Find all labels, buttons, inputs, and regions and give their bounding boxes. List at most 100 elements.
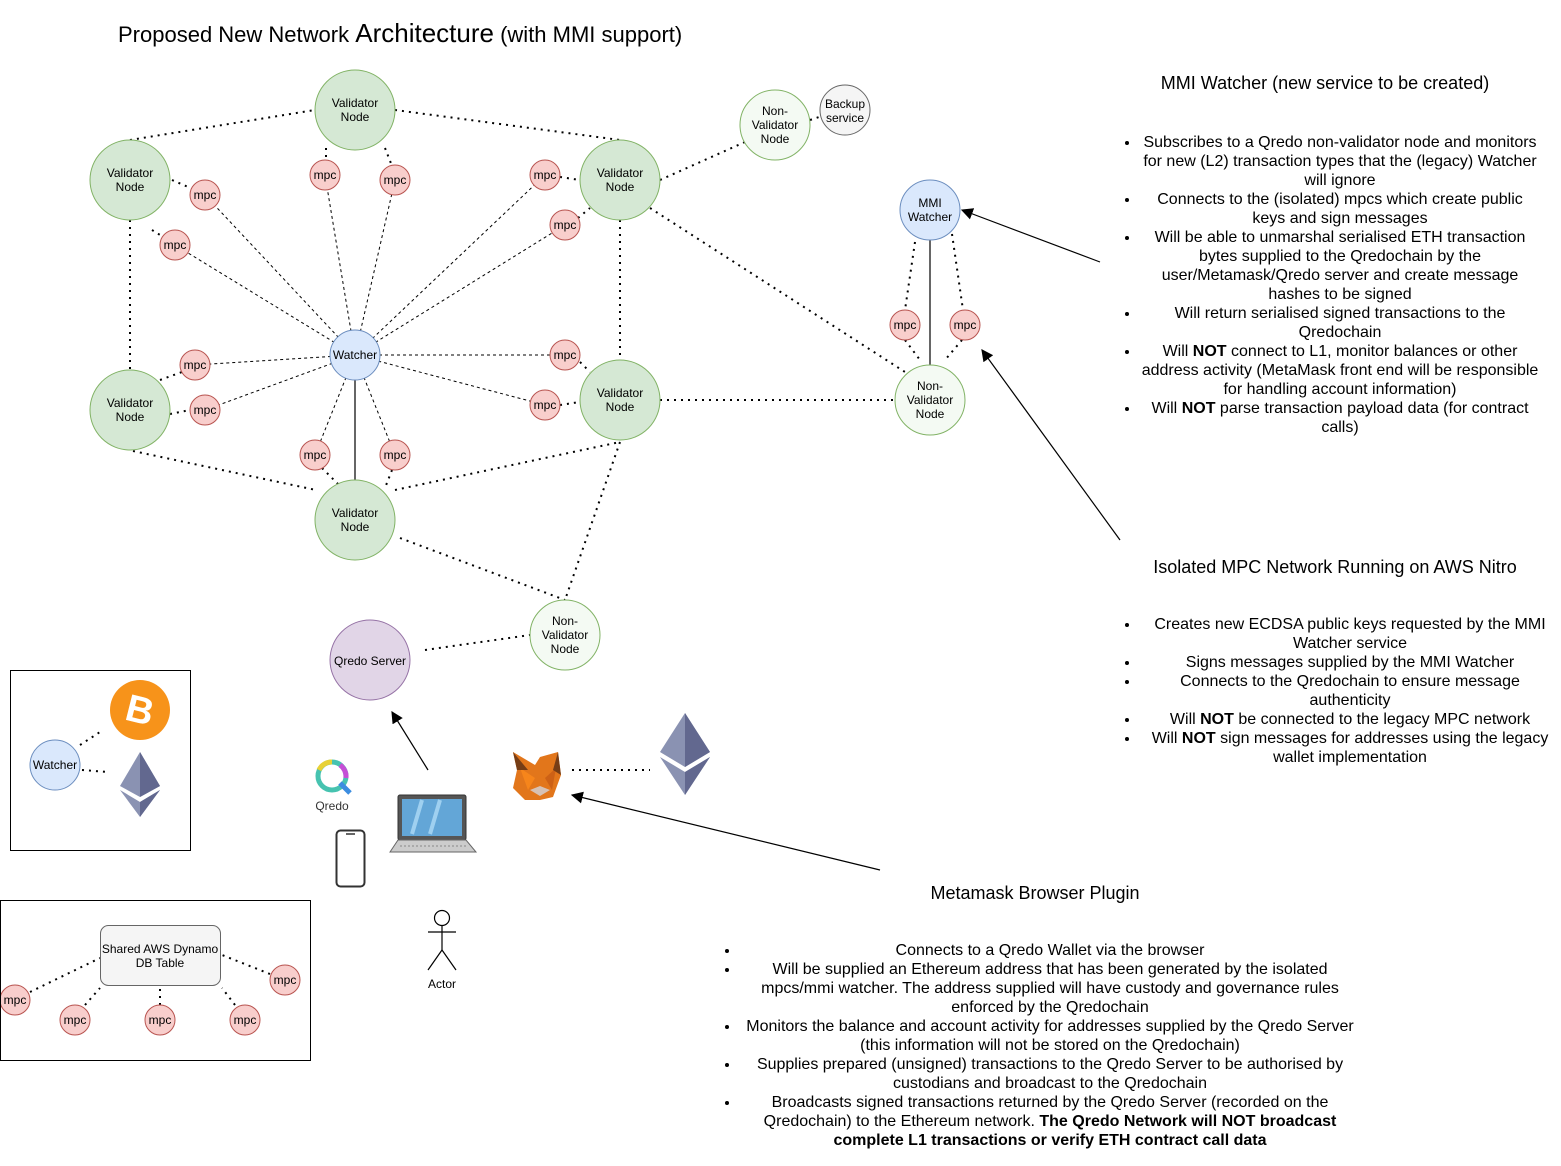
svg-text:Validator: Validator xyxy=(907,393,953,407)
svg-text:Validator: Validator xyxy=(542,628,588,642)
svg-text:mpc: mpc xyxy=(274,973,297,987)
list-item: Connects to the (isolated) mpcs which cr… xyxy=(1140,190,1540,228)
svg-text:mpc: mpc xyxy=(164,238,187,252)
svg-text:mpc: mpc xyxy=(894,318,917,332)
qredo-server-node: Qredo Server xyxy=(329,619,411,701)
list-item: Creates new ECDSA public keys requested … xyxy=(1140,615,1560,653)
svg-text:Shared AWS Dynamo: Shared AWS Dynamo xyxy=(102,942,219,956)
legend-box-watcher xyxy=(10,670,191,851)
list-item: Subscribes to a Qredo non-validator node… xyxy=(1140,133,1540,190)
svg-text:mpc: mpc xyxy=(184,358,207,372)
list-item: Will NOT sign messages for addresses usi… xyxy=(1140,729,1560,767)
qredo-logo-icon: Qredo xyxy=(315,759,352,813)
laptop-icon xyxy=(389,794,478,853)
svg-text:mpc: mpc xyxy=(384,448,407,462)
non-validator-node: Non- Validator Node xyxy=(739,89,811,161)
list-item: Broadcasts signed transactions returned … xyxy=(740,1093,1360,1150)
legend-box-dynamo xyxy=(0,900,311,1061)
svg-text:Qredo: Qredo xyxy=(315,799,349,813)
mmi-watcher-panel: MMI Watcher (new service to be created) … xyxy=(1110,74,1540,437)
mpc-labels: mpc mpc mpc mpc mpc mpc mpc mpc mpc mpc … xyxy=(4,168,977,1027)
svg-text:Node: Node xyxy=(341,110,370,124)
svg-text:Node: Node xyxy=(761,132,790,146)
watcher-node: Watcher xyxy=(329,329,381,381)
svg-text:mpc: mpc xyxy=(534,398,557,412)
non-validator-node: Non- Validator Node xyxy=(529,599,601,671)
mmi-watcher-list: Subscribes to a Qredo non-validator node… xyxy=(1110,133,1540,437)
validator-node: Validator Node xyxy=(314,479,396,561)
svg-text:service: service xyxy=(826,111,864,125)
validator-node: Validator Node xyxy=(314,69,396,151)
svg-text:mpc: mpc xyxy=(4,993,27,1007)
list-item: Will NOT parse transaction payload data … xyxy=(1140,399,1540,437)
svg-text:mpc: mpc xyxy=(149,1013,172,1027)
svg-text:mpc: mpc xyxy=(384,173,407,187)
svg-text:Watcher: Watcher xyxy=(33,758,77,772)
svg-text:Validator: Validator xyxy=(597,386,643,400)
isolated-mpc-list: Creates new ECDSA public keys requested … xyxy=(1110,615,1560,767)
solid-links xyxy=(354,240,931,480)
mmi-watcher-heading: MMI Watcher (new service to be created) xyxy=(1160,73,1490,93)
metamask-panel: Metamask Browser Plugin Connects to a Qr… xyxy=(710,884,1360,1150)
svg-text:mpc: mpc xyxy=(534,168,557,182)
svg-text:mpc: mpc xyxy=(64,1013,87,1027)
svg-text:mpc: mpc xyxy=(194,403,217,417)
svg-text:Qredo Server: Qredo Server xyxy=(334,654,406,668)
svg-text:mpc: mpc xyxy=(554,348,577,362)
list-item: Signs messages supplied by the MMI Watch… xyxy=(1140,653,1560,672)
validator-node: Validator Node xyxy=(579,359,661,441)
svg-text:Node: Node xyxy=(116,180,145,194)
list-item: Supplies prepared (unsigned) transaction… xyxy=(740,1055,1360,1093)
svg-text:Node: Node xyxy=(116,410,145,424)
svg-text:mpc: mpc xyxy=(314,168,337,182)
isolated-mpc-panel: Isolated MPC Network Running on AWS Nitr… xyxy=(1110,558,1560,767)
svg-text:MMI: MMI xyxy=(918,196,941,210)
arrows xyxy=(391,208,1121,871)
bitcoin-icon: B xyxy=(110,680,170,740)
ethereum-icon xyxy=(660,713,710,795)
validator-links xyxy=(29,109,964,1006)
validator-label-1: Validator xyxy=(332,96,378,110)
svg-text:Node: Node xyxy=(916,407,945,421)
list-item: Will be able to unmarshal serialised ETH… xyxy=(1140,228,1540,304)
actor-icon xyxy=(427,909,457,971)
phone-icon xyxy=(335,829,366,888)
isolated-mpc-heading: Isolated MPC Network Running on AWS Nitr… xyxy=(1153,557,1517,577)
svg-text:mpc: mpc xyxy=(194,188,217,202)
list-item: Will NOT be connected to the legacy MPC … xyxy=(1140,710,1560,729)
list-item: Connects to the Qredochain to ensure mes… xyxy=(1140,672,1560,710)
non-validator-node: Non- Validator Node xyxy=(894,364,966,436)
watcher-mpc-links xyxy=(174,174,566,456)
mmi-watcher-node: MMI Watcher xyxy=(899,179,961,241)
list-item: Will be supplied an Ethereum address tha… xyxy=(740,960,1360,1017)
list-item: Connects to a Qredo Wallet via the brows… xyxy=(740,941,1360,960)
svg-text:Validator: Validator xyxy=(752,118,798,132)
diagram-title: Proposed New Network Architecture (with … xyxy=(118,18,683,48)
svg-text:Validator: Validator xyxy=(107,396,153,410)
validator-node: Validator Node xyxy=(579,139,661,221)
svg-text:Validator: Validator xyxy=(597,166,643,180)
svg-text:Non-: Non- xyxy=(917,379,943,393)
svg-text:mpc: mpc xyxy=(234,1013,257,1027)
svg-text:Node: Node xyxy=(551,642,580,656)
metamask-list: Connects to a Qredo Wallet via the brows… xyxy=(710,941,1360,1150)
svg-text:Non-: Non- xyxy=(762,104,788,118)
metamask-fox-icon xyxy=(513,752,561,800)
svg-text:mpc: mpc xyxy=(554,218,577,232)
svg-text:Validator: Validator xyxy=(332,506,378,520)
svg-text:Node: Node xyxy=(341,520,370,534)
validator-node: Validator Node xyxy=(89,369,171,451)
svg-text:Validator: Validator xyxy=(107,166,153,180)
svg-text:Node: Node xyxy=(606,400,635,414)
svg-text:mpc: mpc xyxy=(954,318,977,332)
svg-text:DB Table: DB Table xyxy=(136,956,185,970)
dynamo-table-node: Shared AWS Dynamo DB Table xyxy=(100,925,221,986)
svg-text:Non-: Non- xyxy=(552,614,578,628)
svg-text:Backup: Backup xyxy=(825,97,865,111)
legend-watcher-node: Watcher xyxy=(29,739,81,791)
list-item: Monitors the balance and account activit… xyxy=(740,1017,1360,1055)
list-item: Will NOT connect to L1, monitor balances… xyxy=(1140,342,1540,399)
backup-service-node: Backup service xyxy=(819,84,871,136)
ethereum-icon xyxy=(120,752,160,817)
